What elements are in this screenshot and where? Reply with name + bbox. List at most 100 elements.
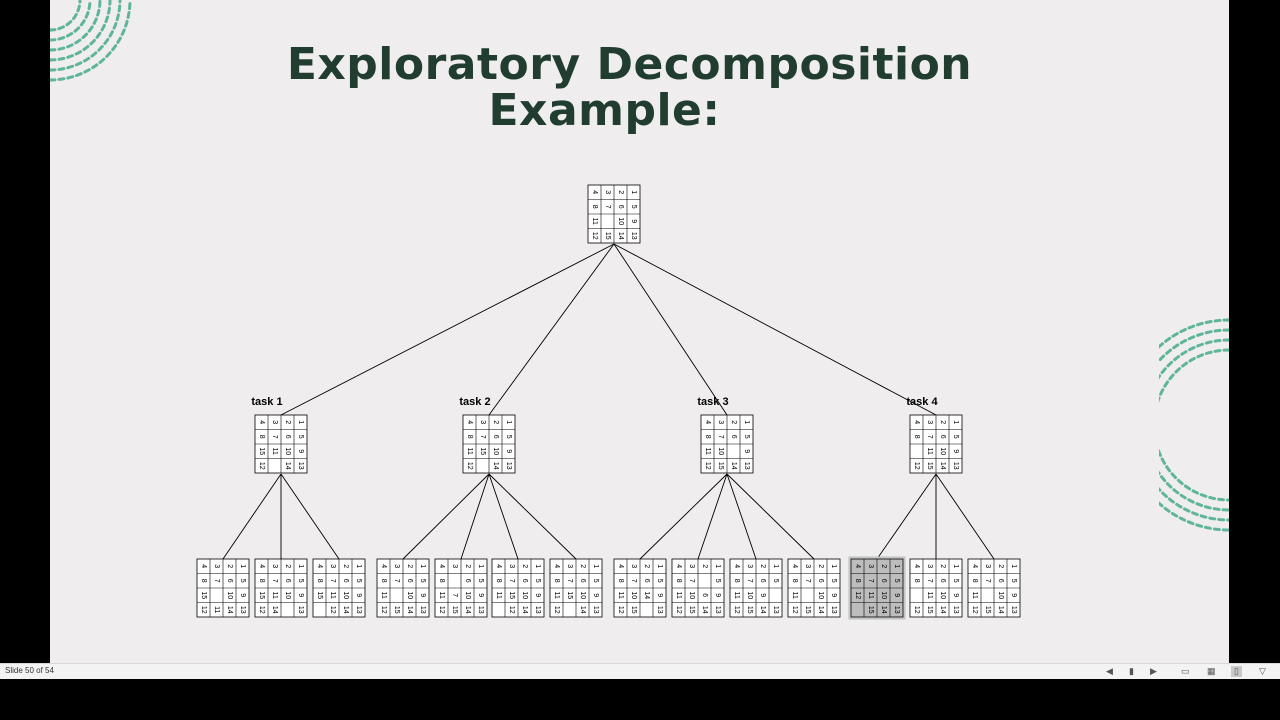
tree-edge bbox=[639, 473, 728, 560]
tile-number: 3 bbox=[213, 564, 220, 568]
tile-number: 4 bbox=[495, 564, 502, 568]
task-label: task 2 bbox=[459, 396, 490, 408]
tile-number: 5 bbox=[743, 435, 750, 439]
tile-number: 2 bbox=[617, 190, 624, 194]
tile-number: 10 bbox=[939, 591, 946, 599]
reading-view-icon[interactable]: ▯ bbox=[1231, 666, 1242, 677]
tile-number: 14 bbox=[492, 462, 499, 470]
tile-number: 1 bbox=[505, 420, 512, 424]
tile-number: 8 bbox=[913, 435, 920, 439]
tile-number: 15 bbox=[984, 606, 991, 614]
tile-number: 3 bbox=[566, 564, 573, 568]
tile-number: 14 bbox=[226, 606, 233, 614]
tile-number: 9 bbox=[297, 593, 304, 597]
tile-number: 3 bbox=[271, 420, 278, 424]
tile-number: 11 bbox=[733, 592, 740, 599]
tile-number: 13 bbox=[630, 232, 637, 240]
tile-number: 1 bbox=[630, 190, 637, 194]
previous-slide-icon[interactable]: ◀ bbox=[1106, 666, 1113, 676]
tree-edge bbox=[280, 243, 615, 416]
tree-edge bbox=[222, 473, 282, 560]
tile-number: 7 bbox=[630, 579, 637, 583]
tile-number: 14 bbox=[730, 462, 737, 470]
task-label: task 3 bbox=[697, 396, 728, 408]
tile-number: 3 bbox=[508, 564, 515, 568]
tile-number: 13 bbox=[743, 462, 750, 470]
tile-number: 7 bbox=[746, 579, 753, 583]
tile-number: 11 bbox=[213, 606, 220, 613]
tile-number: 6 bbox=[997, 579, 1004, 583]
slide-title-line-2: Example: bbox=[488, 85, 721, 136]
tile-number: 1 bbox=[534, 564, 541, 568]
slide-sorter-icon[interactable]: ▦ bbox=[1207, 666, 1216, 676]
tile-number: 9 bbox=[1010, 593, 1017, 597]
tree-edge bbox=[402, 473, 490, 560]
tile-number: 4 bbox=[380, 564, 387, 568]
tile-number: 2 bbox=[492, 420, 499, 424]
tile-number: 10 bbox=[284, 447, 291, 455]
tile-number: 6 bbox=[939, 435, 946, 439]
tile-number: 10 bbox=[464, 591, 471, 599]
tile-number: 7 bbox=[508, 579, 515, 583]
tile-number: 4 bbox=[553, 564, 560, 568]
search-tree-diagram: 1591326101437154811121591326101437114815… bbox=[196, 184, 1021, 620]
tile-number: 11 bbox=[329, 592, 336, 599]
tile-number: 7 bbox=[393, 579, 400, 583]
tile-number: 6 bbox=[406, 579, 413, 583]
tile-number: 8 bbox=[316, 579, 323, 583]
tile-number: 8 bbox=[466, 435, 473, 439]
tile-number: 4 bbox=[258, 564, 265, 568]
tile-number: 13 bbox=[830, 606, 837, 614]
tile-number: 12 bbox=[704, 462, 711, 470]
tile-number: 9 bbox=[534, 593, 541, 597]
tile-number: 8 bbox=[438, 579, 445, 583]
slideshow-icon[interactable]: ▽ bbox=[1259, 666, 1266, 676]
tile-number: 10 bbox=[617, 217, 624, 225]
tile-number: 2 bbox=[521, 564, 528, 568]
tile-number: 10 bbox=[284, 591, 291, 599]
tile-number: 4 bbox=[913, 564, 920, 568]
decoration-arc bbox=[50, 0, 122, 72]
tile-number: 10 bbox=[817, 591, 824, 599]
tile-number: 12 bbox=[553, 606, 560, 614]
normal-view-icon[interactable]: ▭ bbox=[1181, 666, 1190, 676]
tile-number: 15 bbox=[688, 606, 695, 614]
next-slide-icon[interactable]: ▶ bbox=[1150, 666, 1157, 676]
tile-number: 14 bbox=[271, 606, 278, 614]
tile-number: 12 bbox=[258, 606, 265, 614]
tile-number: 11 bbox=[926, 592, 933, 599]
tile-number: 8 bbox=[258, 435, 265, 439]
tile-number: 14 bbox=[406, 606, 413, 614]
tile-number: 9 bbox=[477, 593, 484, 597]
tree-edge bbox=[726, 473, 815, 560]
tile-number: 12 bbox=[438, 606, 445, 614]
tile-number: 4 bbox=[617, 564, 624, 568]
tree-edge bbox=[488, 243, 615, 416]
slide-counter: Slide 50 of 54 bbox=[5, 666, 54, 675]
tile-number: 5 bbox=[505, 435, 512, 439]
decoration-arc bbox=[50, 0, 82, 32]
tile-number: 13 bbox=[952, 462, 959, 470]
tile-number: 12 bbox=[617, 606, 624, 614]
tile-number: 10 bbox=[342, 591, 349, 599]
tile-number: 14 bbox=[579, 606, 586, 614]
tile-number: 14 bbox=[997, 606, 1004, 614]
tile-number: 1 bbox=[772, 564, 779, 568]
tile-number: 14 bbox=[342, 606, 349, 614]
tile-number: 8 bbox=[617, 579, 624, 583]
tile-number: 4 bbox=[438, 564, 445, 568]
tile-number: 3 bbox=[926, 420, 933, 424]
tile-number: 1 bbox=[239, 564, 246, 568]
tile-number: 4 bbox=[733, 564, 740, 568]
tile-number: 9 bbox=[355, 593, 362, 597]
tile-number: 1 bbox=[297, 564, 304, 568]
tile-number: 2 bbox=[880, 564, 887, 568]
slide-title-line-1: Exploratory Decomposition bbox=[286, 39, 973, 90]
tile-number: 4 bbox=[704, 420, 711, 424]
tree-edge bbox=[697, 473, 728, 560]
notes-icon[interactable]: ▮ bbox=[1129, 666, 1134, 676]
tile-number: 12 bbox=[380, 606, 387, 614]
